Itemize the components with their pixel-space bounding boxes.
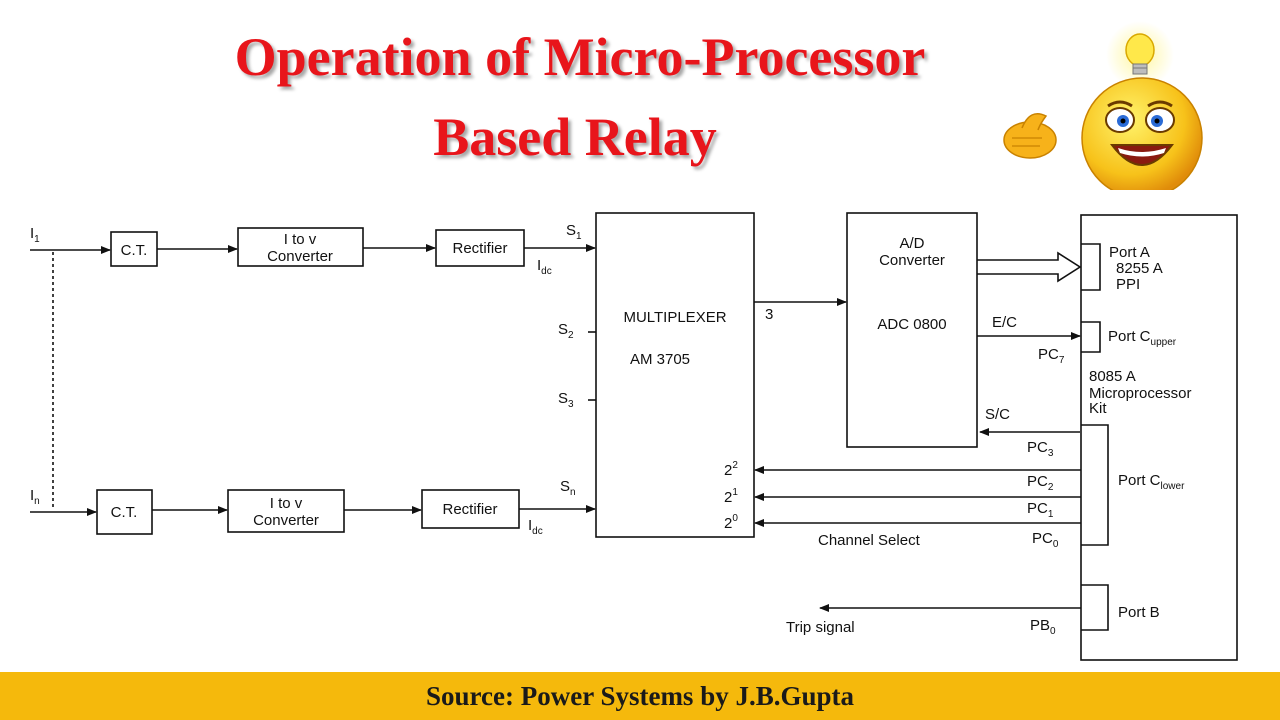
converter-label-bottom-2: Converter (253, 512, 319, 529)
converter-label-top-1: I to v (284, 231, 317, 248)
port-a-label-2: 8255 A (1116, 260, 1163, 277)
data-bus-arrow (977, 251, 1082, 283)
bit-2-2-label: 22 (724, 460, 738, 479)
light-bulb-icon (1106, 21, 1174, 89)
kit-label-3: Kit (1089, 400, 1107, 417)
converter-block-top (237, 227, 364, 267)
pc7-label: PC7 (1038, 346, 1065, 366)
sc-label: S/C (985, 406, 1010, 423)
trip-signal-label: Trip signal (786, 619, 855, 636)
smiley-face-icon (1081, 77, 1203, 190)
converter-label-bottom-1: I to v (270, 495, 303, 512)
bit-2-1-label: 21 (724, 487, 738, 506)
title-line-1: Operation of Micro-Processor (234, 27, 926, 87)
title-line-2: Based Relay (433, 107, 717, 167)
port-c-upper-label: Port Cupper (1108, 328, 1177, 348)
multiplexer-block (595, 212, 755, 538)
pc1-label: PC1 (1027, 500, 1054, 520)
port-a-bracket (1081, 243, 1101, 291)
adc-label-3: ADC 0800 (877, 316, 946, 333)
port-a-label-3: PPI (1116, 276, 1140, 293)
adc-label-1: A/D (899, 235, 924, 252)
port-a-label-1: Port A (1109, 244, 1150, 261)
thumbs-up-icon (1003, 113, 1057, 159)
port-c-lower-label: Port Clower (1118, 472, 1185, 492)
port-b-bracket (1081, 584, 1109, 631)
rectifier-label-bottom: Rectifier (442, 501, 497, 518)
port-c-lower-bracket (1081, 424, 1109, 546)
sn-label: Sn (560, 478, 576, 498)
adc-label-2: Converter (879, 252, 945, 269)
pb0-label: PB0 (1030, 617, 1056, 637)
port-c-upper-bracket (1081, 321, 1101, 353)
mux-output-label: 3 (765, 306, 773, 323)
pc3-label: PC3 (1027, 439, 1054, 459)
pc2-label: PC2 (1027, 473, 1054, 493)
ct-label-top: C.T. (121, 242, 148, 259)
bit-2-0-label: 20 (724, 513, 738, 532)
adc-block (846, 212, 978, 448)
ec-label: E/C (992, 314, 1017, 331)
s2-label: S2 (558, 321, 574, 341)
kit-label-2: Microprocessor (1089, 385, 1192, 402)
channel-select-label: Channel Select (818, 532, 921, 549)
smiley-idea-icon (1003, 21, 1203, 190)
multiplexer-label-2: AM 3705 (630, 351, 690, 368)
source-footer: Source: Power Systems by J.B.Gupta (0, 672, 1280, 720)
idc-label-top: Idc (537, 257, 552, 277)
idc-label-bottom: Idc (528, 517, 543, 537)
pc0-label: PC0 (1032, 530, 1059, 550)
converter-block-bottom (227, 489, 345, 533)
ct-label-bottom: C.T. (111, 504, 138, 521)
s3-label: S3 (558, 390, 574, 410)
ct-block-bottom (96, 489, 153, 535)
multiplexer-label-1: MULTIPLEXER (623, 309, 726, 326)
input-in-label: In (30, 487, 40, 507)
kit-label-1: 8085 A (1089, 368, 1136, 385)
port-b-label: Port B (1118, 604, 1160, 621)
rectifier-label-top: Rectifier (452, 240, 507, 257)
microprocessor-kit-block (1080, 214, 1238, 661)
input-i1-label: I1 (30, 225, 40, 245)
s1-label: S1 (566, 222, 582, 242)
converter-label-top-2: Converter (267, 248, 333, 265)
